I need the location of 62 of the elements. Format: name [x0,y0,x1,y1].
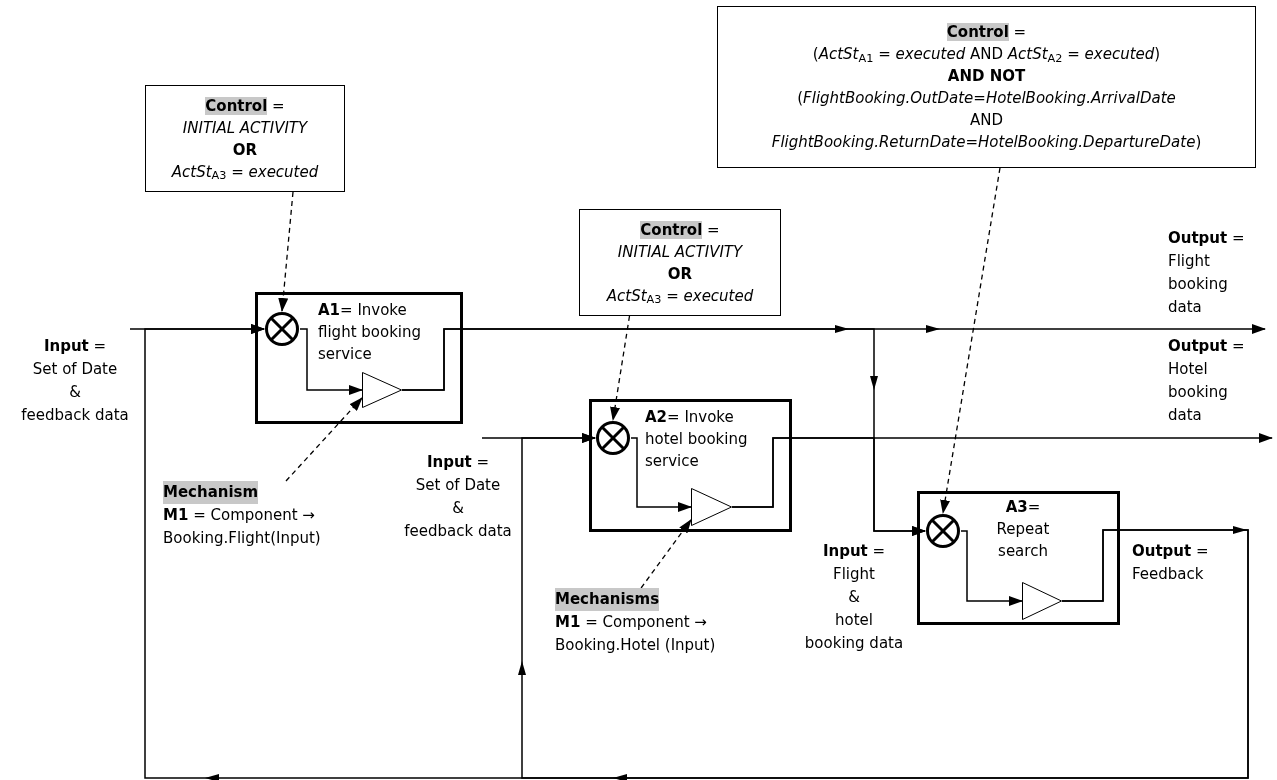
junction-circle [925,513,961,549]
activity-box [917,491,1120,625]
condition-text: AND NOT [947,66,1026,87]
control-heading: Control = [205,95,285,117]
amplifier-triangle [362,372,402,408]
condition-text: OR [232,139,258,161]
arrow [518,433,1249,780]
flow-label: Output = [1132,541,1209,562]
amplifier-triangle [691,488,732,526]
flow-label: Feedback [1132,564,1204,585]
flow-label: hotel [835,610,873,631]
flow-label: Flight booking data [1168,251,1229,318]
flow-label: & [452,498,464,519]
arrow [630,437,692,512]
mechanism-heading: Mechanisms [555,588,660,611]
condition-text: ActSt$_{A3}$ = executed [171,161,319,183]
flow-label: feedback data [21,405,129,426]
dashed-arrow [940,167,1001,514]
condition-text: INITIAL ACTIVITY [182,117,308,139]
arrow [299,328,363,395]
flow-label: Output = [1168,336,1245,357]
activity-box [589,399,792,532]
junction-circle [264,311,300,347]
condition-text: AND [969,110,1003,131]
mechanism-heading: Mechanism [163,481,259,504]
flow-label: & [848,587,860,608]
mechanism-text: M1 = Component → Booking.Hotel (Input) [555,612,717,656]
flow-label: & [69,382,81,403]
condition-text: ActSt$_{A3}$ = executed [606,285,754,307]
dashed-arrow [278,191,294,312]
flow-label: Flight [833,564,875,585]
amplifier-triangle [1022,582,1062,620]
flow-label: Input = [426,452,490,473]
control-heading: Control = [946,22,1027,43]
control-condition-box [579,209,781,316]
control-condition-box [717,6,1256,168]
condition-text: INITIAL ACTIVITY [617,241,743,263]
activity-label: A1= Invoke flight booking service [318,300,423,365]
flow-label: Hotel booking data [1168,359,1229,426]
condition-text: (ActSt$_{A1}$ = executed AND ActSt$_{A2}$ = executed) [812,44,1161,65]
condition-text: FlightBooking.ReturnDate=HotelBooking.DepartureDate) [771,132,1202,153]
dashed-arrow [640,519,692,589]
flow-label: Set of Date [415,475,501,496]
flow-label: feedback data [404,521,512,542]
control-condition-box [145,85,345,192]
arrow [960,530,1023,606]
flow-label: Input = [822,541,886,562]
dashed-arrow [610,315,631,421]
flow-label: booking data [804,633,904,654]
mechanism-text: M1 = Component → Booking.Flight(Input) [163,505,322,549]
flow-label: Input = [43,336,107,357]
condition-text: OR [667,263,693,285]
activity-box [255,292,463,424]
control-heading: Control = [640,219,720,241]
activity-label: A2= Invoke hotel booking service [645,407,749,472]
arrow [731,437,926,536]
activity-label: A3= Repeat search [995,497,1051,562]
condition-text: (FlightBooking.OutDate=HotelBooking.ArrivalDate [797,88,1176,109]
flow-label: Output = [1168,228,1245,249]
junction-circle [595,420,631,456]
dashed-arrow [285,397,363,482]
flow-label: Set of Date [32,359,118,380]
